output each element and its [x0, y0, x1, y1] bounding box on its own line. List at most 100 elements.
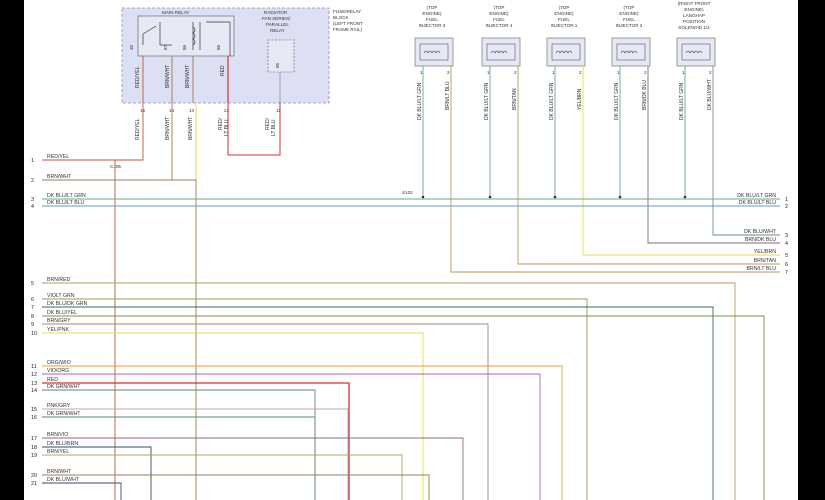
right-pin-number: 5 — [785, 253, 788, 259]
right-pin-number: 3 — [785, 233, 788, 239]
left-pin-number: 2 — [31, 178, 34, 184]
lower-pin-21: 21 — [224, 108, 230, 113]
injector-coil-icon — [616, 43, 646, 61]
relay-wire-red: RED — [220, 65, 226, 76]
injector-wire-label-b: YEL/BRN — [577, 88, 583, 110]
right-pin-number: 7 — [785, 270, 788, 276]
left-wire-18: 18 DK BLU/BRN — [31, 441, 152, 500]
coil-icon — [620, 50, 638, 54]
left-pin-number: 20 — [31, 473, 37, 479]
lower-pin-13: 13 — [189, 108, 195, 113]
left-wire-label: BRN/RED — [47, 277, 71, 283]
left-wire-label: DK BLU/LT GRN — [47, 193, 86, 199]
injector-label: ENGINE) — [684, 7, 704, 12]
left-wire-line — [42, 389, 316, 500]
injector-wire-label-b: BRN/DK BLU — [642, 80, 648, 110]
injector-wire-label-b: BRN/TAN — [512, 88, 518, 110]
injector-pin-2: 2 — [447, 70, 450, 75]
right-wire-7: BRN/LT BLU 7 — [746, 266, 788, 276]
main-relay-terminal-85: 85 — [216, 44, 221, 50]
injector-return-wire — [517, 66, 780, 265]
right-letterbox — [798, 0, 825, 500]
left-wire-line — [42, 332, 424, 500]
fan-relay-label-4: RELAY — [270, 28, 285, 33]
left-wire-label: RED — [47, 377, 58, 383]
left-wire-line — [42, 454, 403, 500]
left-pin-number: 8 — [31, 314, 34, 320]
injector-coil-icon — [486, 43, 516, 61]
injector-pin-1: 1 — [617, 70, 620, 75]
right-wire-label: DK BLU/WHT — [744, 229, 777, 235]
left-wire-label: DK GRN/WHT — [47, 384, 81, 390]
left-wire-line — [42, 382, 350, 500]
lower-label-red-2: RED/ — [265, 117, 271, 130]
injector-label: INJECTOR 3 — [419, 23, 446, 28]
relay-switch-symbol — [142, 21, 231, 56]
main-relay-terminal-30: 30 — [129, 44, 134, 50]
injector-label: FUEL — [493, 17, 505, 22]
fan-relay-terminal: 85 — [275, 62, 280, 68]
splice-c105: C105 — [110, 164, 121, 169]
right-wire-label: DK BLU/LT BLU — [739, 200, 777, 206]
left-wire-label: BRN/VIO — [47, 432, 68, 438]
injector-wire-label-b: BRN/LT BLU — [445, 81, 451, 110]
left-wire-4: 4 DK BLU/LT BLU — [31, 200, 780, 210]
left-wire-label: DK BLU/BRN — [47, 441, 78, 447]
injector-label: (TOP — [494, 5, 505, 10]
lower-label-ltblu-2: LT BLU — [271, 119, 277, 136]
left-wire-line — [42, 474, 430, 500]
left-wire-line — [42, 482, 122, 500]
injector-wire-label-a: DK BLU/LT GRN — [614, 82, 620, 120]
main-relay-terminal-87: 87 — [163, 44, 168, 50]
left-pin-number: 6 — [31, 297, 34, 303]
relay-block-title-4: FRAME RAIL) — [333, 27, 363, 32]
injector-body — [676, 37, 716, 67]
left-pin-number: 17 — [31, 436, 37, 442]
right-wire-label: BRN/LT BLU — [746, 266, 776, 272]
left-pin-number: 7 — [31, 305, 34, 311]
injector-label: SOLENOID 1/2 — [678, 25, 710, 30]
injector-pin-2: 2 — [579, 70, 582, 75]
injector-wire-label-a: DK BLU/LT GRN — [679, 82, 685, 120]
left-wire-line — [42, 446, 152, 500]
injector-return-wire — [647, 66, 780, 244]
left-wire-label: DK BLU/YEL — [47, 310, 77, 316]
left-pin-number: 11 — [31, 364, 37, 370]
right-pin-number: 2 — [785, 204, 788, 210]
right-wire-label: BRN/DK BLU — [745, 237, 776, 243]
injector-body — [414, 37, 454, 67]
injector-body — [611, 37, 651, 67]
injector-label: FUEL — [623, 17, 635, 22]
injector-body — [481, 37, 521, 67]
lower-label-brn-wht: BRN/WHT — [165, 117, 171, 140]
left-pin-number: 18 — [31, 445, 37, 451]
left-wire-8: 8 DK BLU/YEL — [31, 310, 765, 500]
left-wire-line — [42, 298, 588, 500]
injector-return-wire — [712, 66, 780, 236]
left-pin-number: 21 — [31, 481, 37, 487]
injector-coil-icon — [681, 43, 711, 61]
left-wire-label: YEL/PNK — [47, 327, 69, 333]
injector-label: INJECTOR 1 — [551, 23, 578, 28]
left-pin-number: 4 — [31, 204, 34, 210]
coil-icon — [685, 50, 703, 54]
injector-label: LANGHAP — [683, 13, 705, 18]
right-wire-2: DK BLU/LT BLU 2 — [739, 200, 788, 210]
left-wire-line — [42, 365, 563, 500]
injector-coil-icon — [551, 43, 581, 61]
